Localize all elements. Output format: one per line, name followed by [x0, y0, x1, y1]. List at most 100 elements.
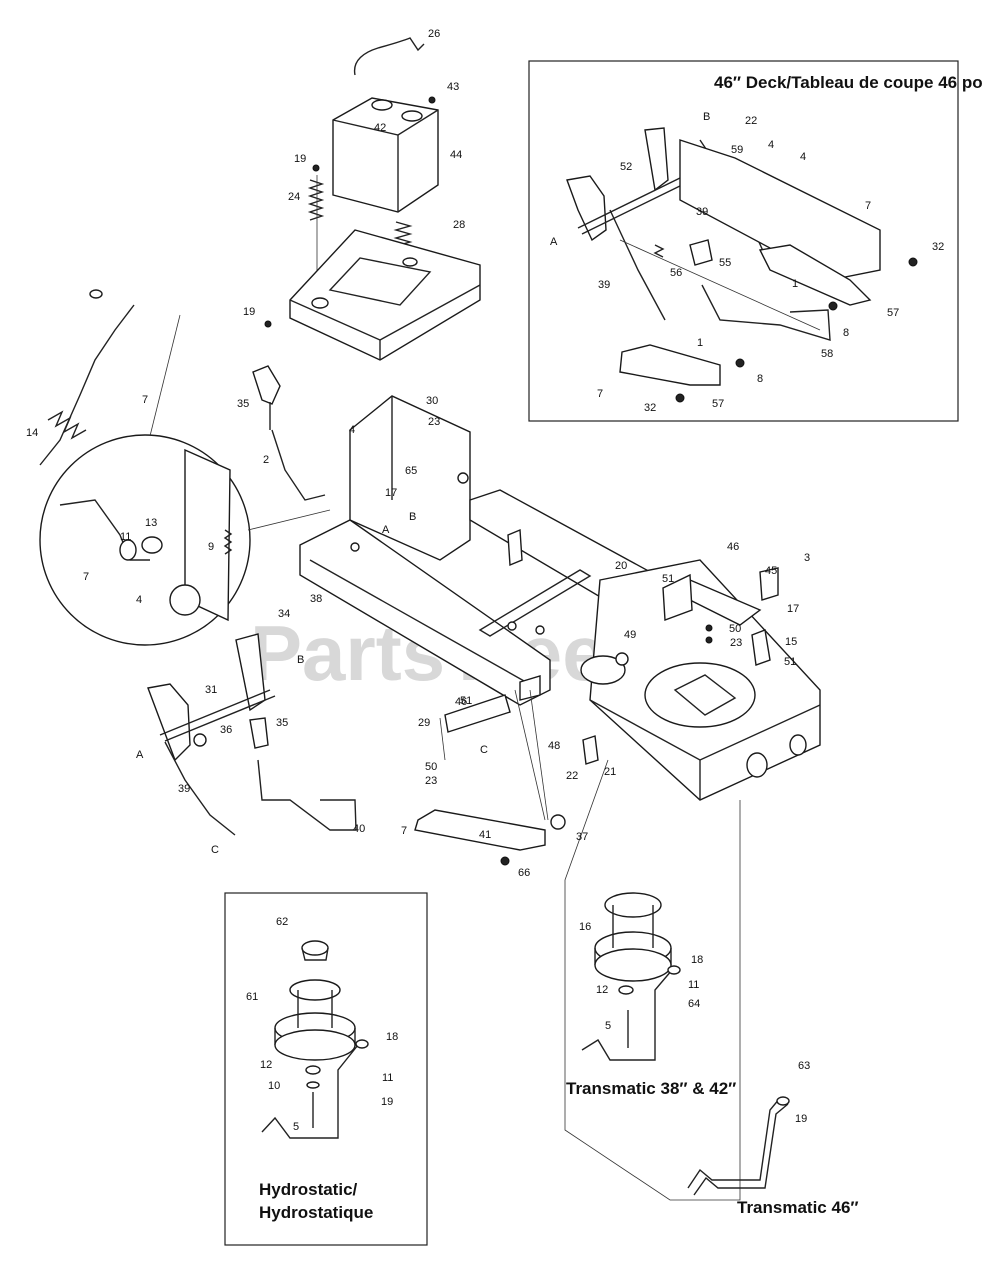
callout-c36: 36: [220, 724, 232, 736]
callout-c46b: 46: [455, 696, 467, 708]
callout-c22b: 22: [745, 115, 757, 127]
callout-c22a: 22: [566, 770, 578, 782]
callout-c66: 66: [518, 867, 530, 879]
callout-c63: 63: [798, 1060, 810, 1072]
callout-c28: 28: [453, 219, 465, 231]
callout-c45: 45: [765, 565, 777, 577]
callout-c50b: 50: [425, 761, 437, 773]
deck46-inset-box: [528, 60, 959, 422]
main-frame: [299, 395, 821, 801]
callout-c52: 52: [620, 161, 632, 173]
callout-c35a: 35: [237, 398, 249, 410]
callout-c19c: 19: [795, 1113, 807, 1125]
callout-c44: 44: [450, 149, 462, 161]
caption-hydro-2: Hydrostatique: [259, 1203, 373, 1222]
callout-c23b: 23: [730, 637, 742, 649]
callout-c16: 16: [579, 921, 591, 933]
callout-cA2: A: [136, 749, 144, 761]
callout-c8a: 8: [843, 327, 849, 339]
hydro-pulley: [261, 940, 369, 1139]
callout-c39b: 39: [696, 206, 708, 218]
transmatic-38-42-pulley: [564, 759, 741, 1201]
callout-c5a: 5: [605, 1020, 611, 1032]
callout-c24: 24: [288, 191, 300, 203]
callout-c4b: 4: [136, 594, 142, 606]
callout-cB2: B: [297, 654, 304, 666]
transmatic-46-bracket: [687, 1096, 790, 1196]
callout-cC1: C: [211, 844, 219, 856]
caption-hydro-1: Hydrostatic/: [259, 1180, 358, 1199]
detail-magnifier: [39, 314, 331, 646]
callout-c21: 21: [604, 766, 616, 778]
callout-c51a: 51: [662, 573, 674, 585]
callout-c32b: 32: [644, 402, 656, 414]
caption-transmatic-38-42: Transmatic 38″ & 42″: [566, 1079, 736, 1098]
callout-c46a: 46: [727, 541, 739, 553]
callout-c14: 14: [26, 427, 38, 439]
callout-cA3: A: [550, 236, 558, 248]
callout-c32a: 32: [932, 241, 944, 253]
callout-c5b: 5: [293, 1121, 299, 1133]
callout-c31: 31: [205, 684, 217, 696]
callout-c23c: 23: [425, 775, 437, 787]
callout-c61: 61: [246, 991, 258, 1003]
deck46-parts: [566, 127, 918, 403]
lower-brackets: [414, 689, 599, 866]
callout-c48: 48: [548, 740, 560, 752]
callout-c26: 26: [428, 28, 440, 40]
callout-c1a: 1: [792, 278, 798, 290]
callout-c7a: 7: [142, 394, 148, 406]
callout-c43: 43: [447, 81, 459, 93]
callout-c50a: 50: [729, 623, 741, 635]
callout-c41: 41: [479, 829, 491, 841]
hydro-inset-box: [224, 892, 428, 1246]
callout-c12a: 12: [596, 984, 608, 996]
callout-c30: 30: [426, 395, 438, 407]
callout-c29: 29: [418, 717, 430, 729]
callout-c4a: 4: [349, 424, 355, 436]
callout-c64: 64: [688, 998, 700, 1010]
callout-c18a: 18: [691, 954, 703, 966]
callout-c34: 34: [278, 608, 290, 620]
callout-c7d: 7: [865, 200, 871, 212]
callout-c38: 38: [310, 593, 322, 605]
callout-c2: 2: [263, 454, 269, 466]
callout-c39a: 39: [178, 783, 190, 795]
callout-c10: 10: [268, 1080, 280, 1092]
callout-c7b: 7: [83, 571, 89, 583]
callout-c17b: 17: [787, 603, 799, 615]
battery-assembly: [264, 37, 481, 361]
callout-cB3: B: [703, 111, 710, 123]
caption-transmatic-46: Transmatic 46″: [737, 1198, 859, 1217]
callout-c11b: 11: [688, 979, 699, 991]
callout-c11c: 11: [382, 1072, 393, 1084]
callout-c39c: 39: [598, 279, 610, 291]
callout-c57b: 57: [712, 398, 724, 410]
pedal-shaft-assembly-left: [147, 633, 357, 836]
callout-c35b: 35: [276, 717, 288, 729]
callout-c62: 62: [276, 916, 288, 928]
callout-c23a: 23: [428, 416, 440, 428]
caption-deck46: 46″ Deck/Tableau de coupe 46 po: [714, 73, 983, 92]
callout-c4c: 4: [768, 139, 774, 151]
callout-c51b: 51: [784, 656, 796, 668]
callout-c7c: 7: [401, 825, 407, 837]
callout-c15: 15: [785, 636, 797, 648]
callout-c8b: 8: [757, 373, 763, 385]
callout-c13: 13: [145, 517, 157, 529]
callout-c11a: 11: [120, 531, 131, 543]
callout-c59: 59: [731, 144, 743, 156]
callout-c19a: 19: [294, 153, 306, 165]
callout-c20: 20: [615, 560, 627, 572]
callout-c3: 3: [804, 552, 810, 564]
callout-c37: 37: [576, 831, 588, 843]
right-brackets: [662, 567, 779, 666]
callout-c19d: 19: [381, 1096, 393, 1108]
callout-c18b: 18: [386, 1031, 398, 1043]
callout-c17a: 17: [385, 487, 397, 499]
callout-c4d: 4: [800, 151, 806, 163]
callout-c1b: 1: [697, 337, 703, 349]
callout-c40: 40: [353, 823, 365, 835]
